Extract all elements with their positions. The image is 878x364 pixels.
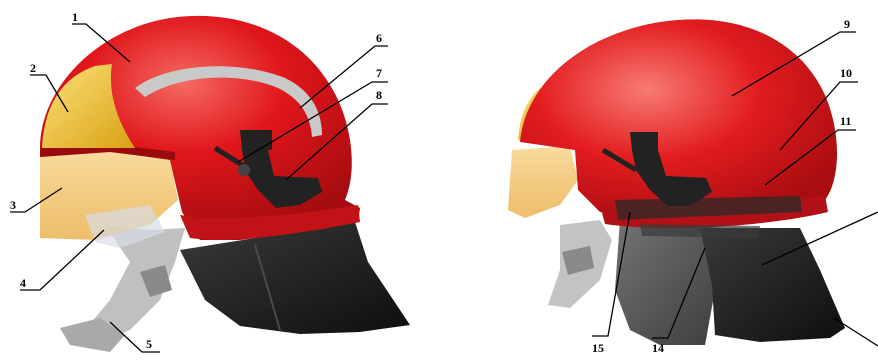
helmet-side-view xyxy=(40,16,410,352)
callout-6: 6 xyxy=(376,31,382,45)
callout-8: 8 xyxy=(376,88,382,102)
callout-3: 3 xyxy=(10,198,16,212)
leader-unlabeled-lower xyxy=(834,318,878,346)
neck-curtain-rear-right xyxy=(700,228,845,342)
callout-14: 14 xyxy=(652,341,664,355)
callout-5: 5 xyxy=(146,337,152,351)
callout-10: 10 xyxy=(840,66,852,80)
callout-2: 2 xyxy=(30,61,36,75)
bracket-pivot xyxy=(238,164,250,176)
callout-4: 4 xyxy=(20,276,26,290)
visor-rear xyxy=(508,146,578,218)
headband-padding xyxy=(640,224,760,238)
callout-11: 11 xyxy=(840,114,851,128)
callout-7: 7 xyxy=(376,66,382,80)
callout-15: 15 xyxy=(592,341,604,355)
callout-9: 9 xyxy=(844,17,850,31)
callout-1: 1 xyxy=(72,10,78,24)
helmet-rear-three-quarter-view xyxy=(508,19,845,345)
